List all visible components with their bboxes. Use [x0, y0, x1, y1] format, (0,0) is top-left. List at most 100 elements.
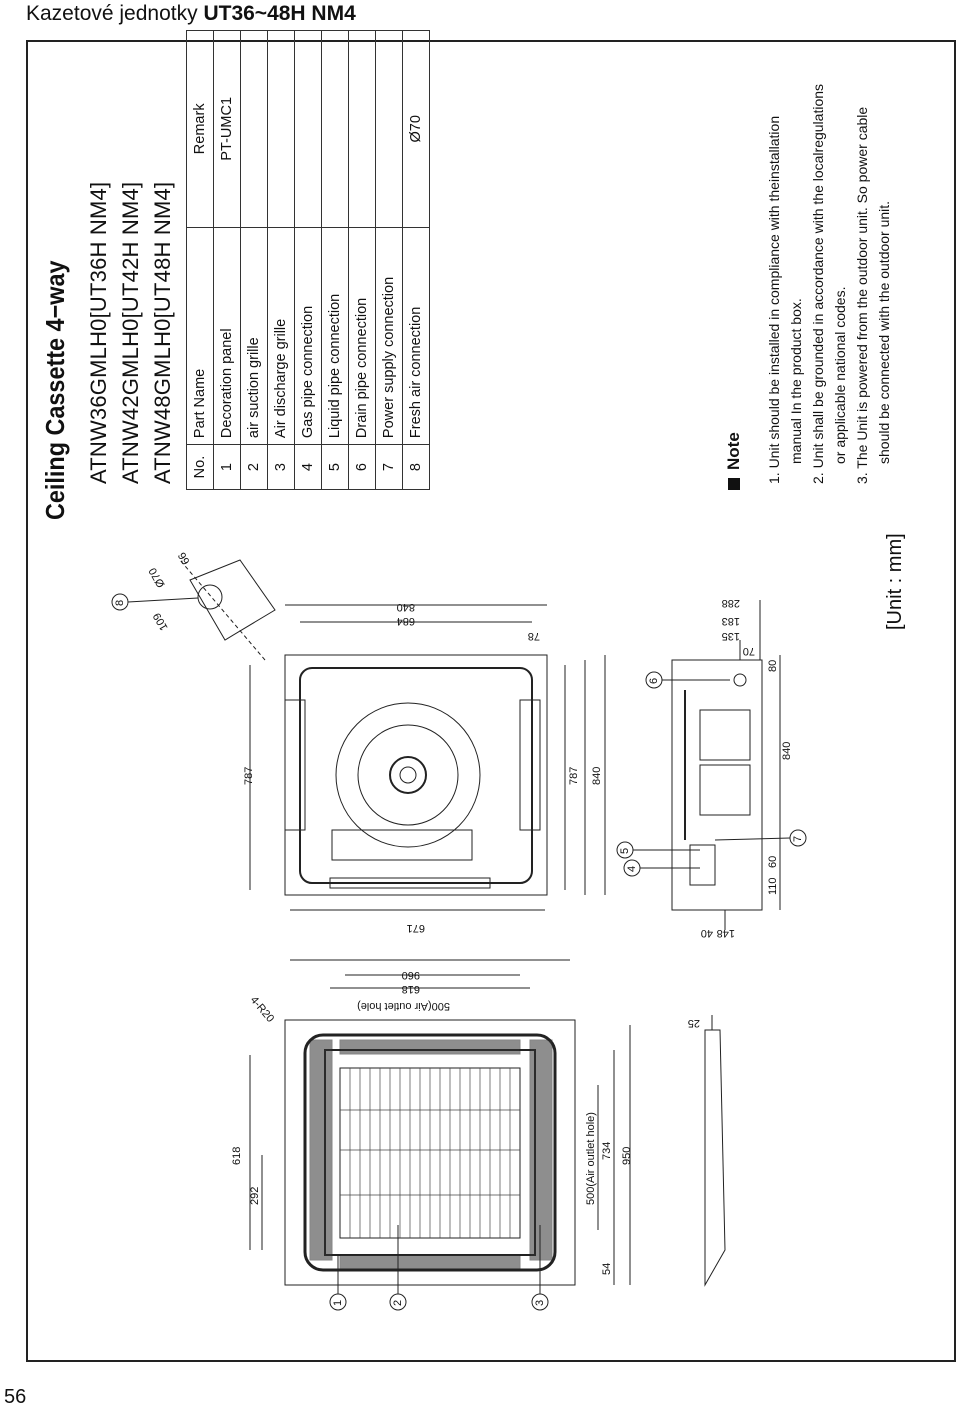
table-header-row: No. Part Name Remark — [186, 30, 214, 490]
svg-text:25: 25 — [688, 1017, 700, 1029]
svg-text:500(Air outlet hole): 500(Air outlet hole) — [585, 1112, 597, 1205]
header-prefix: Kazetové jednotky — [26, 2, 204, 25]
row-remark — [267, 30, 295, 228]
svg-text:70: 70 — [743, 645, 755, 657]
note-line-3: 2. Unit shall be grounded in accordance … — [810, 83, 826, 484]
svg-text:292: 292 — [249, 1187, 261, 1205]
svg-text:148: 148 — [717, 927, 735, 939]
callout-4-label: 4 — [626, 866, 638, 872]
row-no: 4 — [294, 444, 322, 490]
unit-label: [Unit : mm] — [884, 533, 906, 630]
row-name: Power supply connection — [375, 227, 403, 445]
row-name: Fresh air connection — [402, 227, 430, 445]
model-line-2: ATNW42GMLH0[UT42H NM4] — [118, 181, 143, 484]
svg-text:787: 787 — [568, 767, 580, 785]
svg-text:618: 618 — [231, 1147, 243, 1165]
callout-5-label: 5 — [619, 848, 631, 854]
svg-text:787: 787 — [243, 767, 255, 785]
callout-3-label: 3 — [534, 1300, 546, 1306]
panel-outline — [284, 1019, 576, 1286]
svg-text:618: 618 — [402, 983, 420, 995]
page-number: 56 — [4, 1386, 27, 1408]
svg-text:840: 840 — [591, 767, 603, 785]
row-name: air suction grille — [240, 227, 268, 445]
svg-text:840: 840 — [397, 601, 415, 613]
svg-text:78: 78 — [528, 630, 540, 642]
svg-text:80: 80 — [767, 660, 779, 672]
row-no: 8 — [402, 444, 430, 490]
fan — [335, 702, 481, 848]
side-view — [671, 659, 763, 911]
row-no: 3 — [267, 444, 295, 490]
callout-2-label: 2 — [392, 1300, 404, 1306]
note-heading: Note — [724, 432, 744, 490]
svg-text:840: 840 — [781, 742, 793, 760]
page-header: Kazetové jednotky UT36~48H NM4 — [26, 2, 356, 26]
row-remark — [240, 30, 268, 228]
row-no: 7 — [375, 444, 403, 490]
callout-6-label: 6 — [648, 678, 660, 684]
row-remark — [321, 30, 349, 228]
note-line-1: 1. Unit should be installed in complianc… — [766, 115, 782, 484]
row-no: 2 — [240, 444, 268, 490]
callout-8-label: 8 — [114, 600, 126, 606]
row-name: Decoration panel — [213, 227, 241, 445]
row-remark: Ø70 — [402, 30, 430, 228]
row-name: Air discharge grille — [267, 227, 295, 445]
header-no: No. — [186, 444, 214, 490]
row-no: 6 — [348, 444, 376, 490]
svg-text:135: 135 — [722, 630, 740, 642]
header-model: UT36~48H NM4 — [203, 2, 356, 25]
note-line-4: or applicable national codes. — [832, 286, 848, 464]
svg-text:66: 66 — [176, 550, 193, 567]
row-remark — [375, 30, 403, 228]
legend-panel: Ceiling Cassette 4−way ATNW36GMLH0[UT36H… — [36, 30, 916, 630]
svg-text:500(Air outlet hole): 500(Air outlet hole) — [357, 1000, 450, 1012]
model-line-1: ATNW36GMLH0[UT36H NM4] — [86, 181, 111, 484]
svg-text:54: 54 — [601, 1263, 613, 1275]
svg-text:671: 671 — [407, 922, 425, 934]
row-no: 5 — [321, 444, 349, 490]
svg-text:734: 734 — [601, 1142, 613, 1160]
drawing-sheet — [26, 40, 956, 1362]
row-remark: PT-UMC1 — [213, 30, 241, 228]
note-line-2: manual In the product box. — [788, 298, 804, 464]
svg-text:40: 40 — [701, 927, 713, 939]
callout-7-label: 7 — [792, 836, 804, 842]
svg-text:Ø70: Ø70 — [147, 565, 168, 589]
svg-text:60: 60 — [767, 856, 779, 868]
row-remark — [348, 30, 376, 228]
header-remark: Remark — [186, 30, 214, 228]
callout-1-label: 1 — [332, 1300, 344, 1306]
panel-frame — [303, 1033, 557, 1272]
model-line-3: ATNW48GMLH0[UT48H NM4] — [150, 181, 175, 484]
svg-text:110: 110 — [767, 877, 779, 895]
svg-text:684: 684 — [397, 615, 415, 627]
note-line-6: should be connected with the outdoor uni… — [876, 200, 892, 464]
row-no: 1 — [213, 444, 241, 490]
drawing-title: Ceiling Cassette 4−way — [40, 260, 70, 520]
svg-text:288: 288 — [722, 597, 740, 609]
note-heading-text: Note — [724, 432, 743, 470]
row-name: Drain pipe connection — [348, 227, 376, 445]
svg-text:4-R20: 4-R20 — [248, 994, 276, 1025]
note-line-5: 3. The Unit is powered from the outdoor … — [854, 106, 870, 484]
row-remark — [294, 30, 322, 228]
svg-text:109: 109 — [151, 611, 171, 633]
svg-text:950: 950 — [621, 1147, 633, 1165]
svg-text:183: 183 — [722, 615, 740, 627]
row-name: Liquid pipe connection — [321, 227, 349, 445]
row-name: Gas pipe connection — [294, 227, 322, 445]
header-part-name: Part Name — [186, 227, 214, 445]
note-square-icon — [728, 478, 740, 490]
